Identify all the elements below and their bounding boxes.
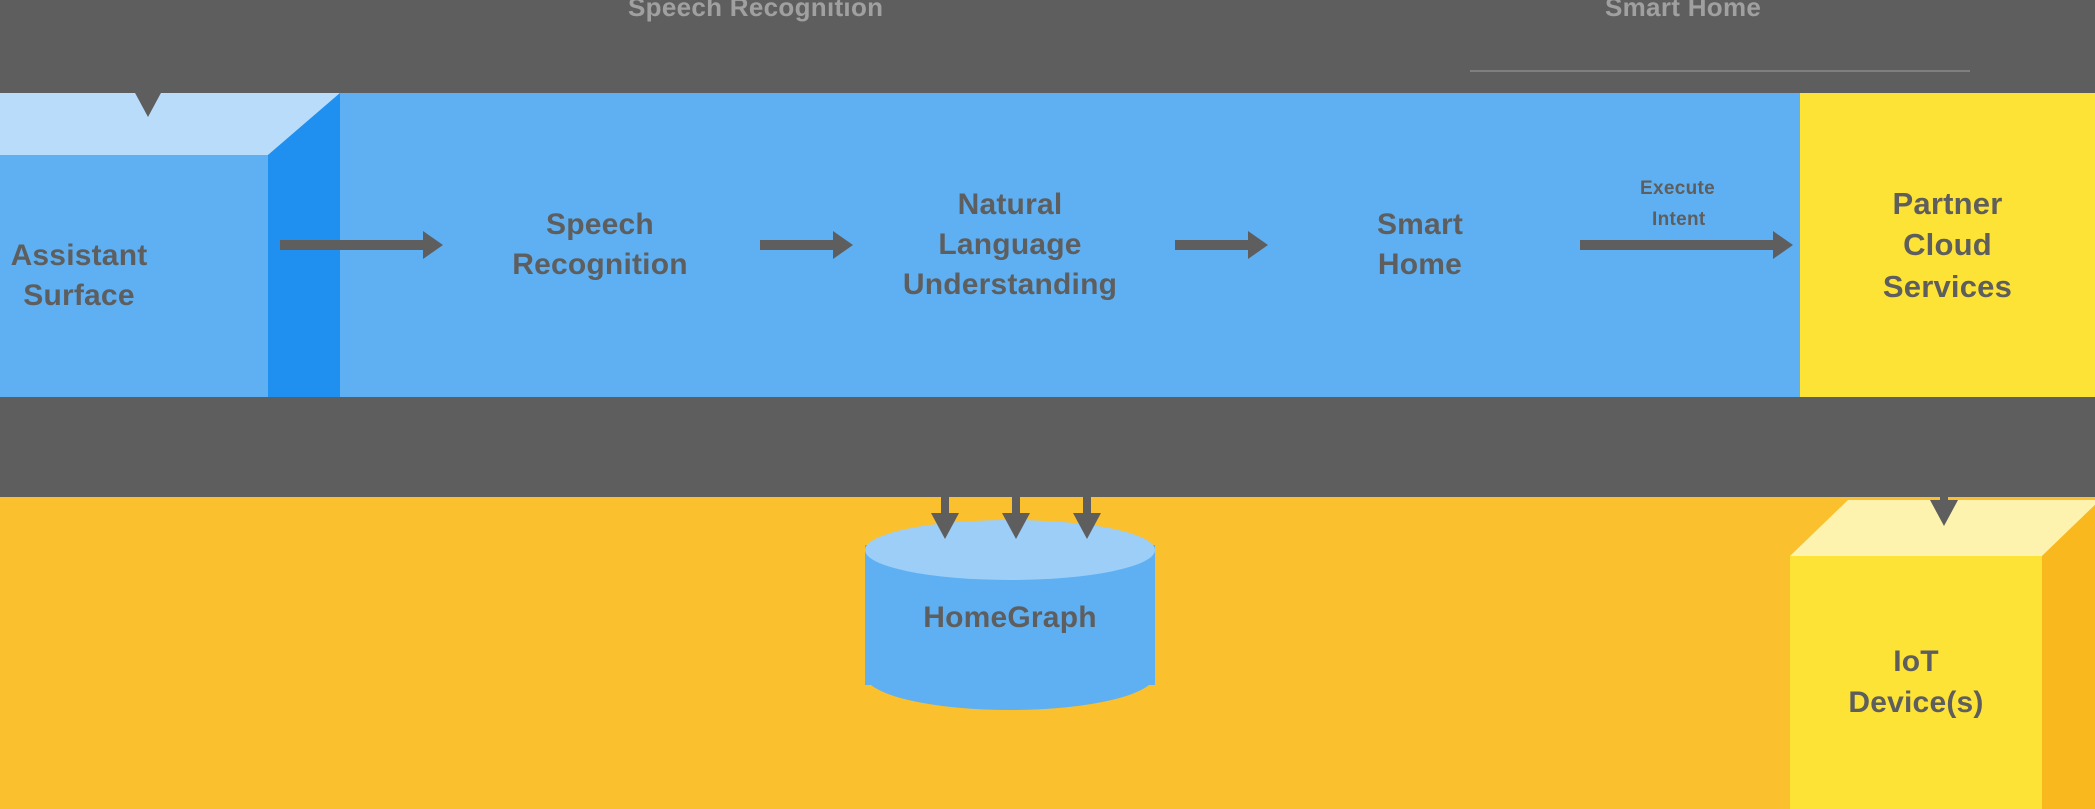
assistant-surface-front-face: Assistant Surface (0, 155, 268, 397)
node-natural-language-understanding[interactable]: Natural Language Understanding (855, 93, 1165, 397)
home-graph-label: HomeGraph (923, 601, 1097, 634)
arrow-down-to-iot-devices-icon (1930, 440, 1958, 526)
nlu-label: Natural Language Understanding (903, 185, 1117, 306)
assistant-surface-label-line2: Surface (23, 279, 135, 312)
arrow-down-to-homegraph-3-icon (1073, 455, 1101, 539)
node-speech-recognition[interactable]: Speech Recognition (455, 93, 745, 397)
arrow-speech-to-nlu-icon (760, 231, 853, 259)
speech-recognition-label-line1: Speech (546, 207, 654, 241)
nlu-label-line1: Natural (957, 187, 1063, 221)
partner-cloud-services-label: Partner Cloud Services (1883, 183, 2012, 308)
arrow-assistant-to-speech-icon (280, 231, 443, 259)
node-partner-cloud-services[interactable]: Partner Cloud Services (1800, 93, 2095, 397)
edge-label-intent: Intent (1652, 209, 1706, 230)
node-home-graph[interactable]: HomeGraph (865, 520, 1155, 710)
smart-home-label: Smart Home (1377, 205, 1463, 285)
nlu-label-line3: Understanding (902, 268, 1118, 302)
node-iot-devices[interactable]: IoT Device(s) (1790, 500, 2095, 809)
nlu-label-line2: Language (938, 227, 1082, 261)
arrow-smarthome-to-partner-icon (1580, 231, 1793, 259)
node-smart-home[interactable]: Smart Home (1280, 93, 1560, 397)
assistant-surface-label: Assistant Surface (11, 236, 148, 316)
iot-devices-label: IoT Device(s) (1848, 642, 1983, 722)
partner-cloud-services-label-line1: Partner (1892, 185, 2003, 221)
smart-home-label-line2: Home (1377, 248, 1463, 281)
speech-recognition-label: Speech Recognition (512, 205, 688, 285)
edge-label-execute: Execute (1640, 178, 1715, 199)
arrow-down-to-homegraph-2-icon (1002, 455, 1030, 539)
arrow-nlu-to-smarthome-icon (1175, 231, 1268, 259)
speech-recognition-label-line2: Recognition (512, 248, 688, 281)
arrow-down-to-assistant-surface-icon (134, 45, 162, 117)
iot-devices-side-face (2042, 500, 2095, 809)
partner-cloud-services-label-line3: Services (1882, 268, 2013, 304)
partner-cloud-services-label-line2: Cloud (1903, 227, 1992, 263)
assistant-surface-label-line1: Assistant (10, 238, 148, 272)
caption-divider (1470, 70, 1970, 72)
iot-devices-label-line1: IoT (1893, 645, 1939, 679)
arrow-down-to-homegraph-1-icon (931, 455, 959, 539)
header-caption-speech-recognition: Speech Recognition (628, 0, 884, 22)
smart-home-label-line1: Smart (1376, 207, 1464, 241)
header-caption-smart-home: Smart Home (1605, 0, 1762, 22)
iot-devices-label-line2: Device(s) (1848, 685, 1984, 719)
iot-devices-front-face: IoT Device(s) (1790, 556, 2042, 809)
